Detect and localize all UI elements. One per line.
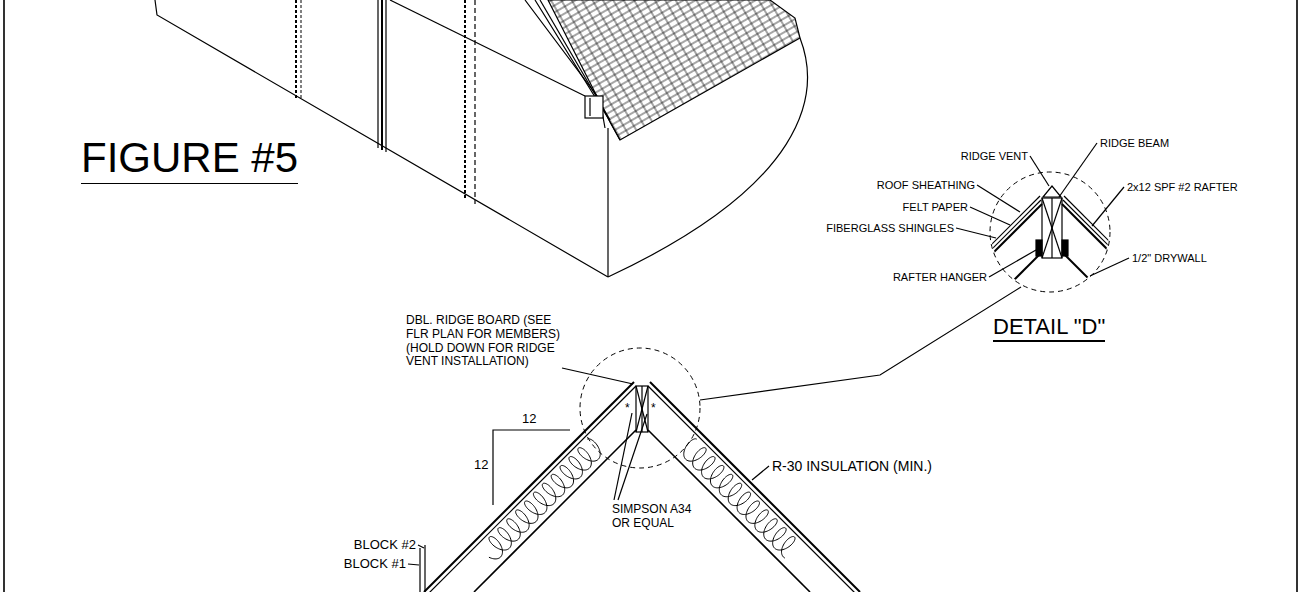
part-label: FELT PAPER — [903, 201, 968, 214]
part-label: ROOF SHEATHING — [877, 179, 975, 192]
pitch-dimension: 12 — [474, 458, 488, 473]
part-label: RAFTER HANGER — [893, 271, 987, 284]
asterisk-mark: * — [625, 402, 630, 416]
part-label: R-30 INSULATION (MIN.) — [772, 458, 932, 474]
figure-title: FIGURE #5 — [81, 134, 298, 184]
note-text: SIMPSON A34 OR EQUAL — [612, 503, 704, 531]
part-label: 2x12 SPF #2 RAFTER — [1127, 181, 1238, 194]
part-label: FIBERGLASS SHINGLES — [826, 222, 954, 235]
part-label: RIDGE BEAM — [1100, 137, 1169, 150]
detail-d — [956, 143, 1129, 342]
part-label: 1/2" DRYWALL — [1132, 252, 1207, 265]
pitch-dimension: 12 — [522, 412, 536, 427]
insulation-coil — [684, 439, 795, 558]
note-text: DBL. RIDGE BOARD (SEE FLR PLAN FOR MEMBE… — [406, 314, 574, 369]
part-label: BLOCK #1 — [344, 557, 406, 572]
detail-title: DETAIL "D" — [993, 314, 1105, 342]
part-label: RIDGE VENT — [961, 150, 1028, 163]
asterisk-mark: * — [651, 402, 656, 416]
sheet-frame — [4, 0, 1297, 592]
part-label: BLOCK #2 — [354, 538, 416, 553]
insulation-coil — [489, 439, 600, 559]
